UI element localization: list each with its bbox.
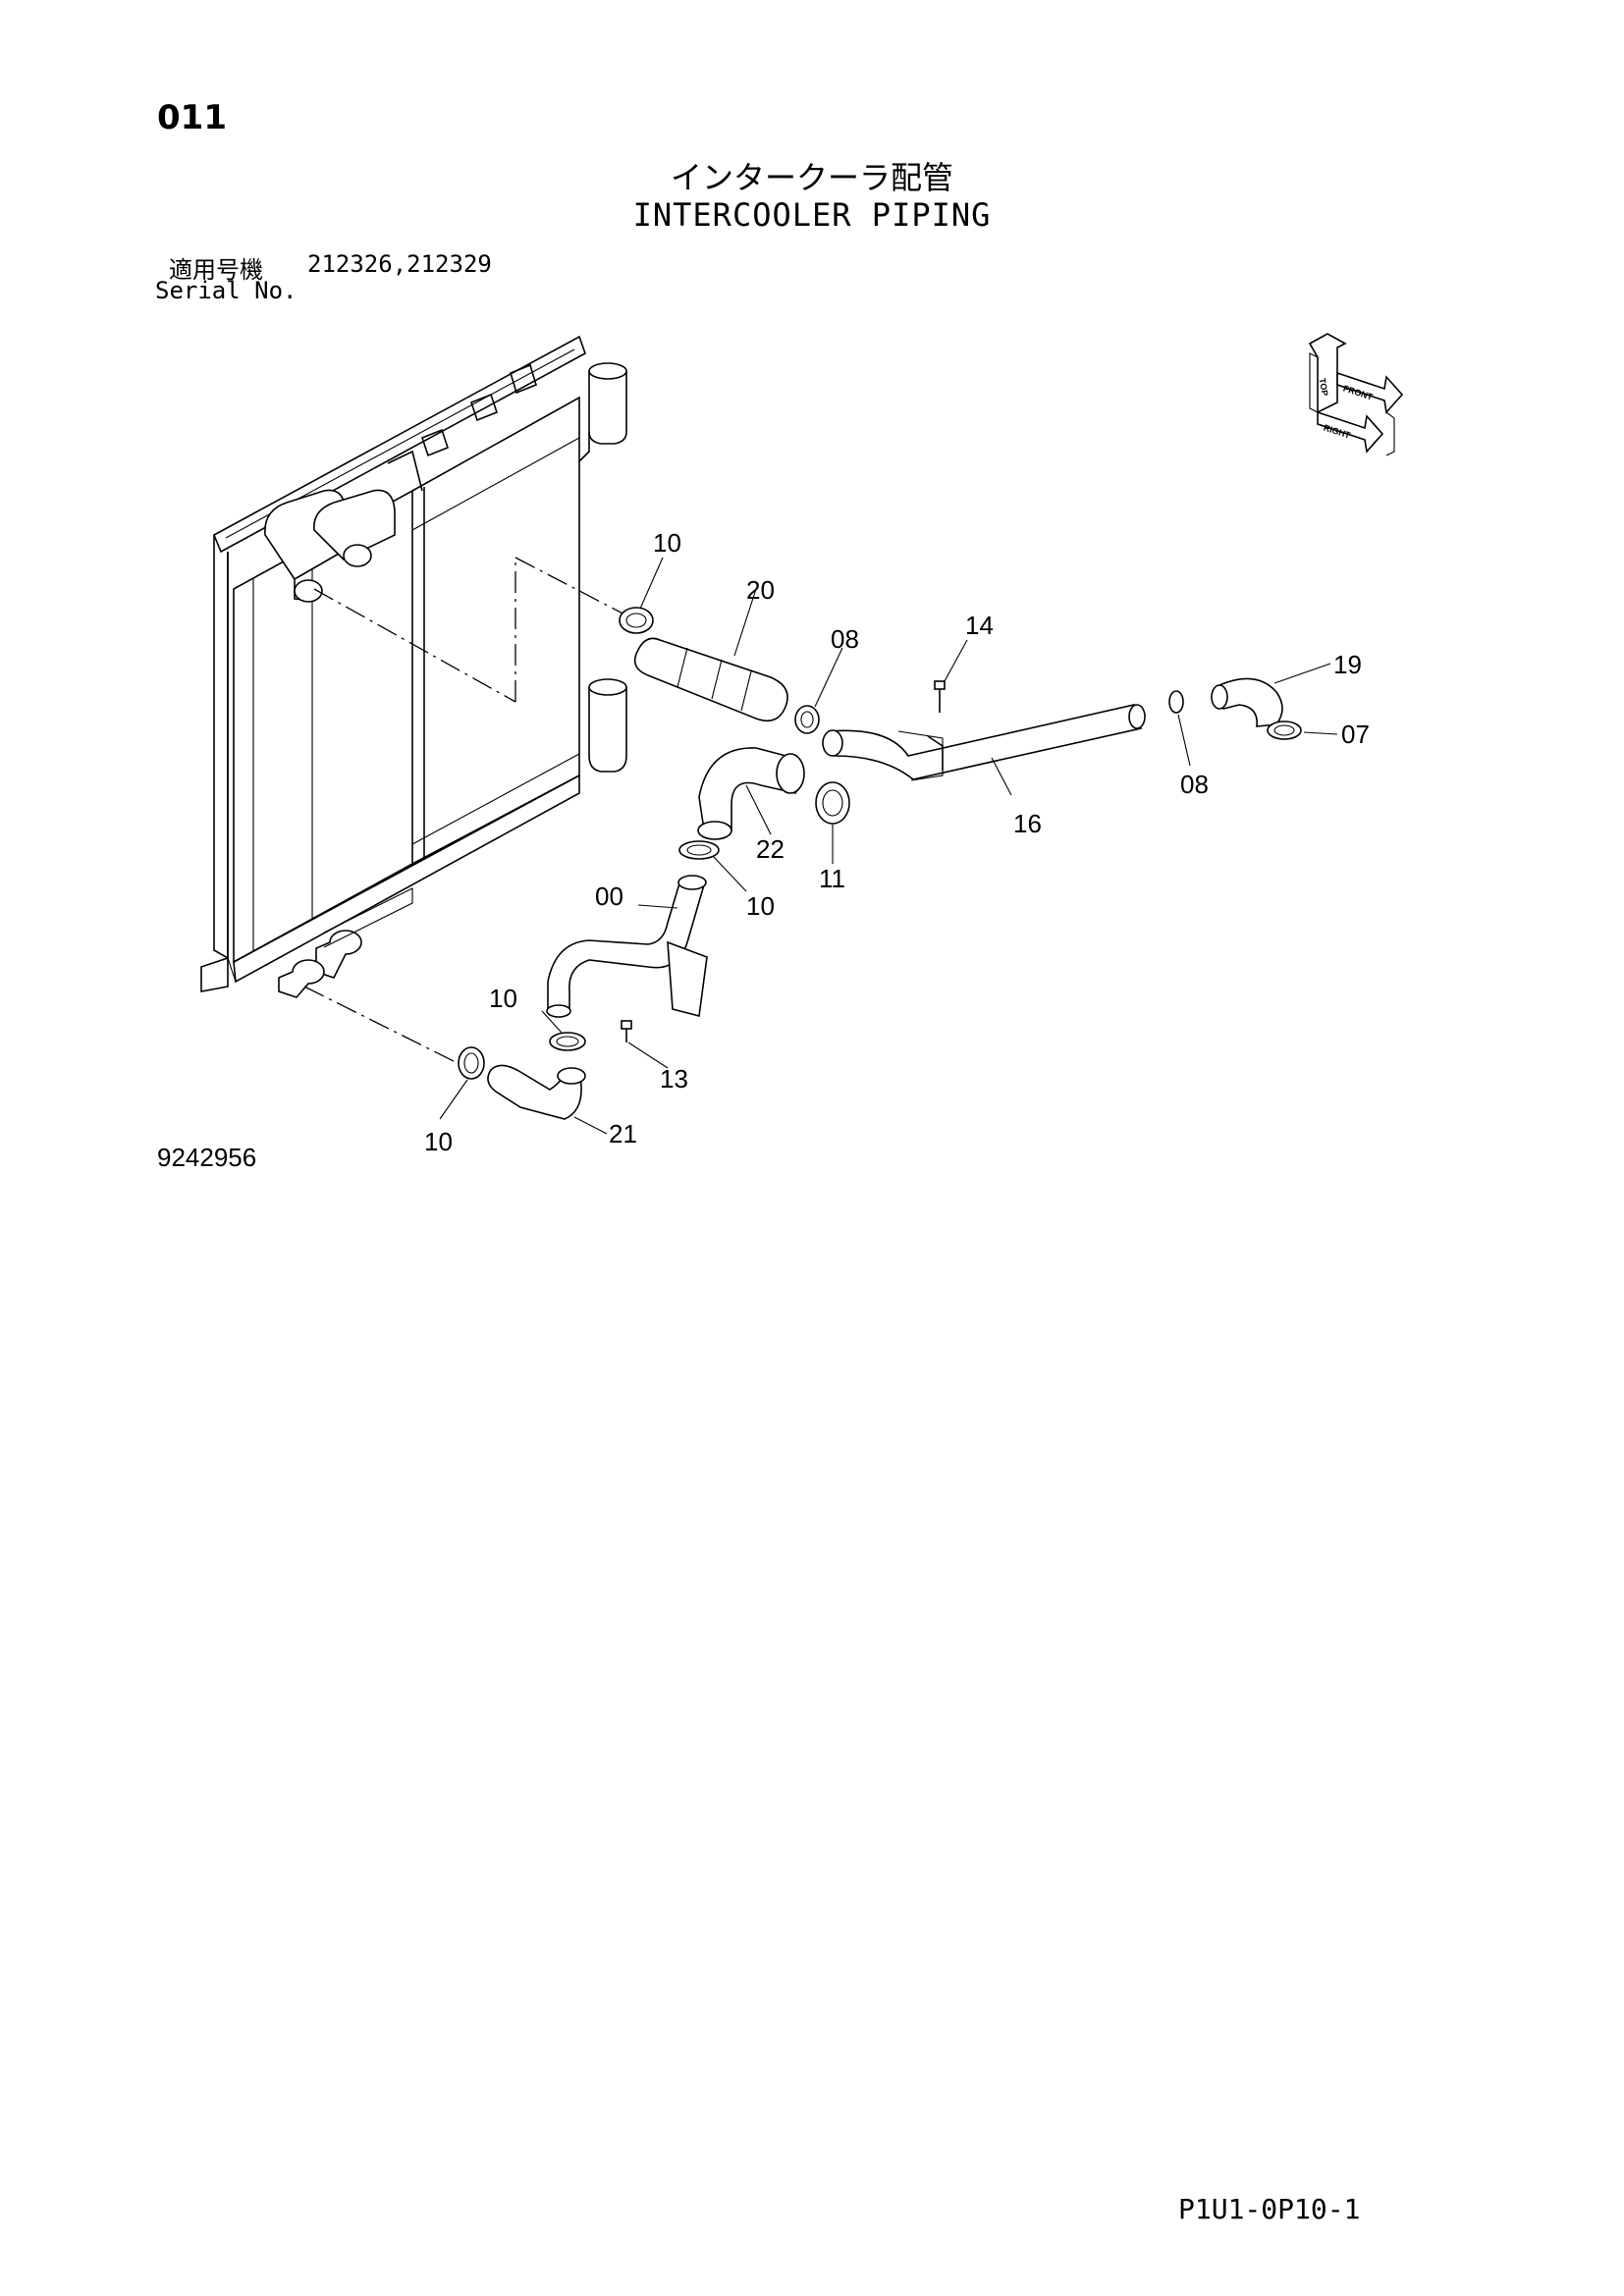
part-19-elbow-hose — [1211, 677, 1283, 727]
upper-centerline — [313, 557, 629, 703]
part-13-bolt — [621, 1020, 632, 1042]
part-10-clamp-lower — [458, 1046, 485, 1080]
callout-19: 19 — [1333, 650, 1362, 679]
part-10-clamp-mid — [678, 840, 720, 860]
title-japanese: インタークーラ配管 — [670, 159, 953, 196]
page-number: 011 — [157, 98, 227, 137]
part-22-elbow-hose — [697, 747, 805, 840]
part-16-pipe — [822, 704, 1146, 781]
callout-20: 20 — [746, 575, 775, 605]
radiator-core — [200, 335, 627, 998]
callout-10-lower: 10 — [424, 1127, 453, 1156]
callout-10-mid: 10 — [746, 891, 775, 921]
footer-page-code: P1U1-0P10-1 — [1178, 2193, 1361, 2225]
callout-00: 00 — [595, 881, 623, 911]
callout-10-upper: 10 — [653, 528, 681, 558]
part-10-clamp-upper — [619, 607, 654, 634]
part-20-hose — [633, 637, 788, 722]
callout-21: 21 — [609, 1119, 637, 1148]
leader-lines — [439, 557, 1338, 1135]
callout-16: 16 — [1013, 809, 1042, 838]
serial-numbers: 212326,212329 — [307, 250, 492, 278]
part-21-elbow-hose — [487, 1064, 586, 1120]
part-07-clamp — [1267, 721, 1302, 740]
callout-08-right: 08 — [1180, 770, 1209, 799]
orientation-top-label: TOP — [1318, 377, 1330, 397]
lower-centerline — [303, 986, 462, 1066]
title-english: INTERCOOLER PIPING — [632, 196, 992, 234]
callout-22: 22 — [756, 834, 785, 864]
orientation-indicator: TOP FRONT RIGHT — [1308, 333, 1404, 456]
drawing-number: 9242956 — [157, 1143, 257, 1172]
callout-14: 14 — [965, 611, 994, 640]
callout-13: 13 — [660, 1064, 688, 1094]
callouts: 10 20 08 14 19 07 08 16 22 11 10 00 10 1… — [424, 528, 1370, 1156]
callout-11: 11 — [819, 864, 845, 893]
callout-07: 07 — [1341, 720, 1370, 749]
part-00-pipe-assembly — [546, 875, 708, 1018]
part-11-clamp — [815, 781, 850, 825]
part-10-clamp-lower-mid — [549, 1032, 586, 1051]
part-14-bolt — [934, 680, 946, 713]
part-08-clamp-right — [1168, 690, 1184, 714]
callout-08-mid: 08 — [831, 624, 859, 654]
serial-label-japanese: 適用号機 — [169, 256, 263, 284]
callout-10-lower-mid: 10 — [489, 984, 517, 1013]
serial-label-english: Serial No. — [155, 277, 298, 304]
part-08-clamp-mid — [794, 705, 820, 734]
